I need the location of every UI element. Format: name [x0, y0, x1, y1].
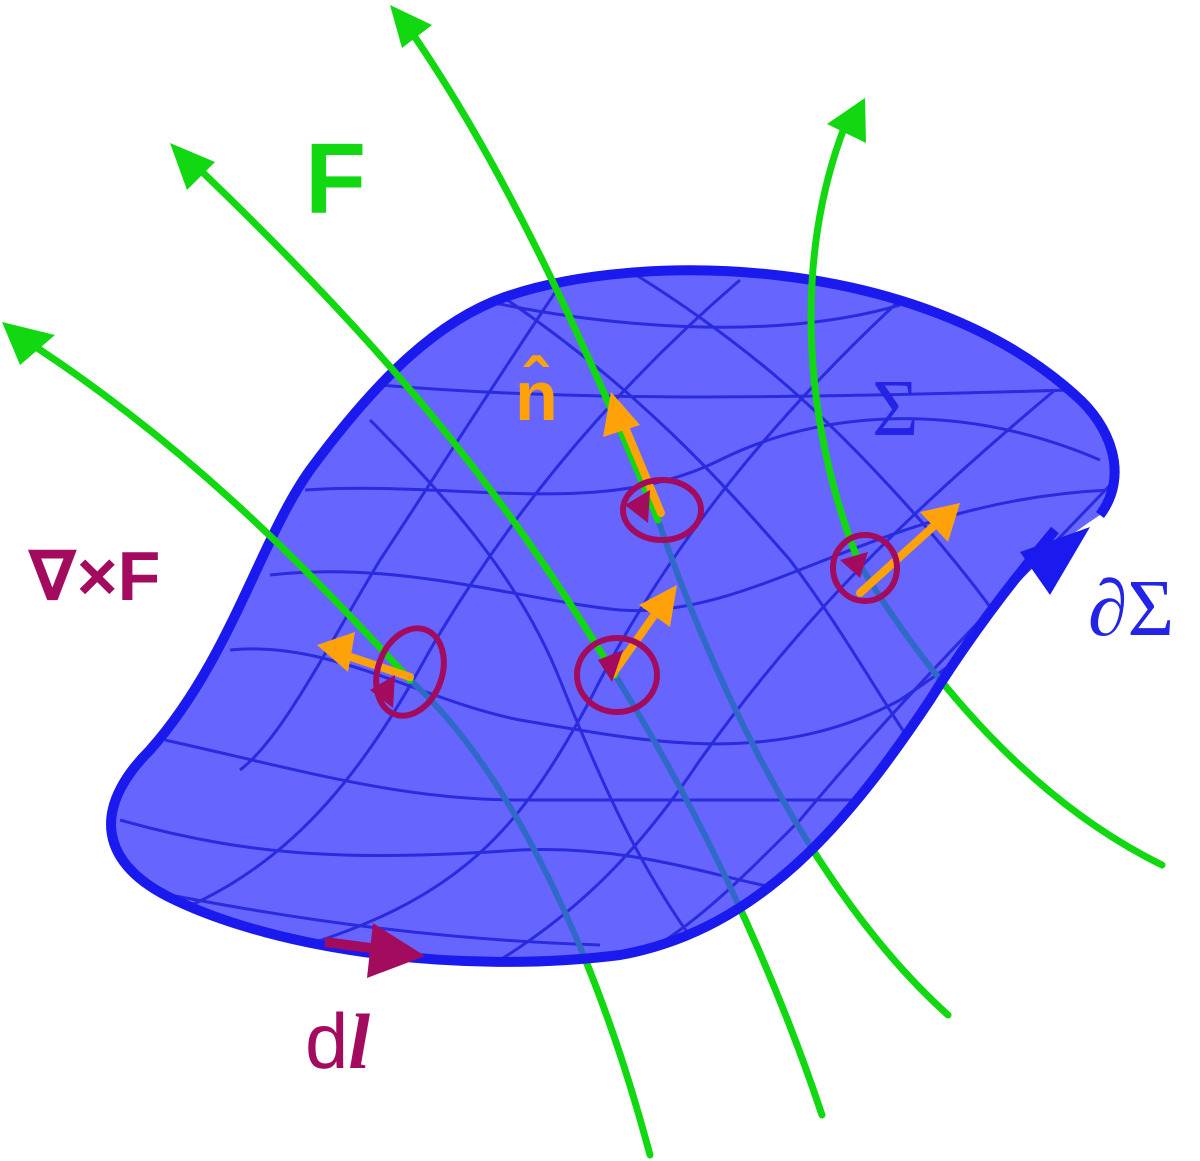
label-line-element-d: d [305, 997, 348, 1085]
label-curl-f: ∇×F [28, 537, 160, 615]
surface-grid [119, 270, 1115, 962]
field-arrow-2 [170, 143, 215, 190]
surface-sigma [106, 265, 1120, 967]
normal-arrow-2 [639, 585, 677, 627]
normal-arrow-1 [317, 632, 355, 672]
normal-arrow-3 [603, 392, 640, 437]
label-line-element: dl [305, 997, 370, 1085]
field-line-1-upper [21, 336, 414, 684]
normal-arrow-4 [920, 503, 960, 542]
field-line-4-upper [807, 114, 864, 569]
label-field-f: F [305, 123, 366, 235]
surface-fill [111, 270, 1115, 962]
surface-boundary [106, 265, 1120, 967]
field-line-3-upper [406, 26, 662, 524]
curl-loops [373, 477, 900, 719]
label-normal-n-hat: n̂ [515, 355, 558, 435]
field-line-2-upper [191, 161, 619, 679]
line-element-arrow [324, 923, 425, 978]
field-lines-front [21, 26, 864, 684]
field-arrow-1 [2, 322, 55, 365]
curl-arrowheads [370, 490, 868, 708]
label-line-element-l: l [348, 998, 370, 1085]
field-arrow-4 [827, 98, 866, 143]
label-surface-sigma: Σ [872, 365, 919, 453]
label-boundary: ∂Σ [1088, 565, 1174, 653]
boundary-arrowhead [1020, 527, 1090, 595]
field-arrow-3 [390, 5, 432, 48]
field-arrowheads [2, 5, 866, 365]
